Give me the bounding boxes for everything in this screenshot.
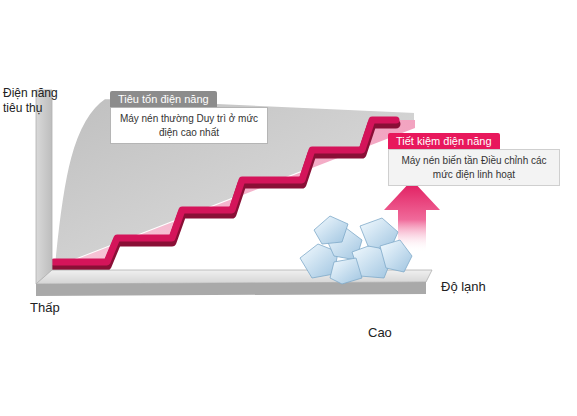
info-box: Tiêu tốn điện năngMáy nén thường Duy trì…: [110, 89, 268, 144]
low-label: Thấp: [30, 300, 80, 316]
high-label: Cao: [368, 325, 418, 341]
consumption-tag: Tiêu tốn điện năng: [110, 91, 217, 107]
info-box: Tiết kiệm điện năngMáy nén biến tần Điều…: [388, 131, 560, 186]
ice-cubes: [300, 216, 412, 284]
y-axis: [36, 90, 52, 284]
y-axis-label: Điện năng tiêu thụ: [3, 86, 65, 116]
x-axis-label: Độ lạnh: [441, 279, 521, 295]
inverter-staircase-shadow: [54, 124, 396, 266]
saving-note: Máy nén biến tần Điều chỉnh các mức điện…: [388, 149, 560, 186]
normal-compressor-area: [54, 98, 415, 268]
x-axis-front: [36, 282, 426, 296]
consumption-note: Máy nén thường Duy trì ở mức điện cao nh…: [110, 107, 268, 144]
saving-tag: Tiết kiệm điện năng: [388, 133, 500, 149]
